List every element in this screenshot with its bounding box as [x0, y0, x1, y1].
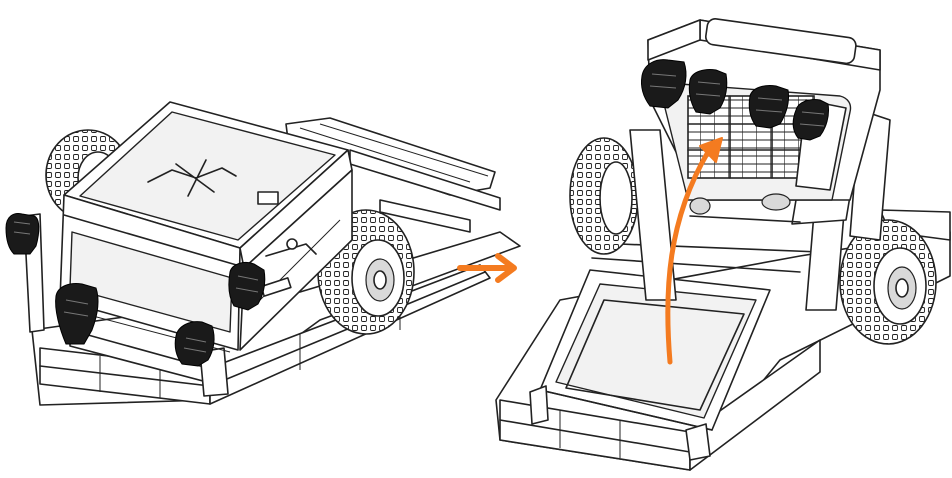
arrow-right-icon [457, 253, 517, 283]
hand-grip-icon [5, 213, 40, 255]
hand-grip-icon [228, 261, 266, 311]
hand-grip-icon [688, 69, 728, 115]
hand-grip-icon [641, 59, 687, 109]
hand-grip-icon [748, 85, 789, 129]
mower-frame-base [529, 243, 821, 461]
hand-grip-icon [792, 99, 829, 141]
step-2-deck-lifted [495, 18, 951, 471]
rear-wheel-right-figure [569, 137, 639, 255]
front-wheel-right-figure [839, 219, 937, 345]
hand-grip-icon [174, 321, 215, 367]
hand-grip-icon [55, 283, 99, 345]
step-1-deck-closed [5, 101, 521, 406]
curved-lift-arrow-icon [665, 137, 723, 365]
mower-deck-closed [23, 101, 353, 397]
